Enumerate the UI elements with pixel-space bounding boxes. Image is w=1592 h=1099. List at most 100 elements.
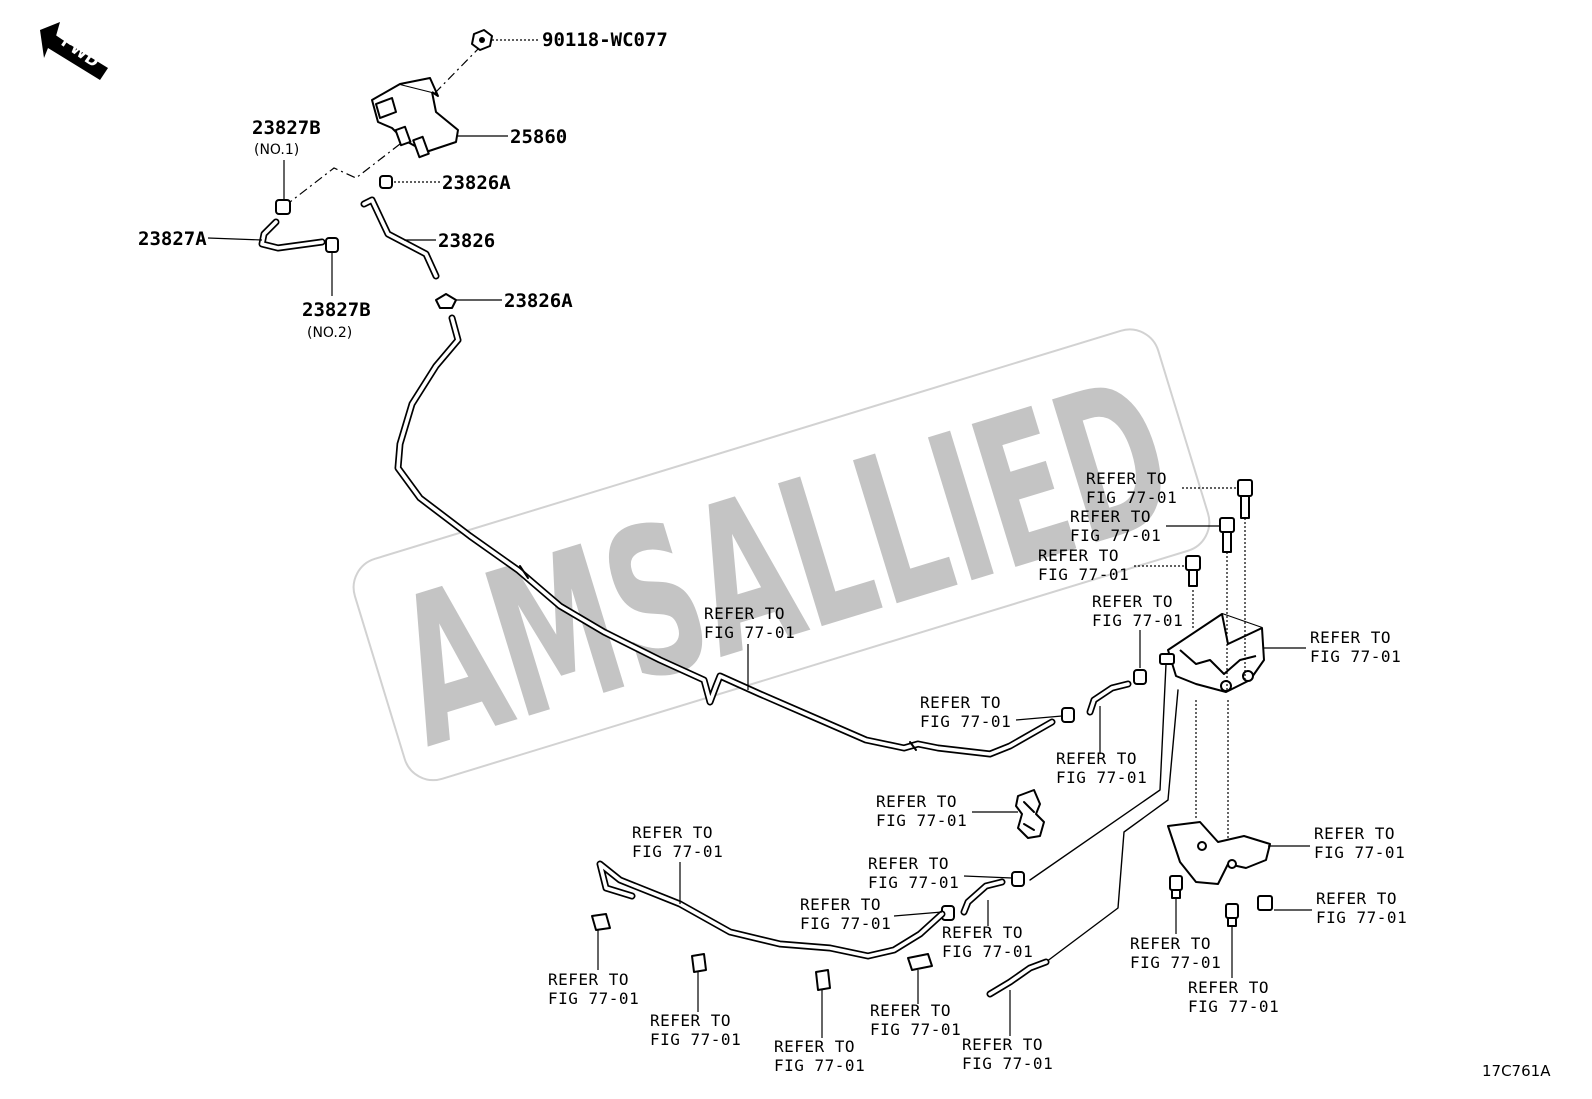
svg-text:REFER TO: REFER TO: [1316, 889, 1397, 908]
refer-label: REFER TO FIG 77-01: [876, 792, 967, 830]
svg-text:FIG 77-01: FIG 77-01: [1314, 843, 1405, 862]
svg-text:FIG 77-01: FIG 77-01: [1316, 908, 1407, 927]
svg-text:REFER TO: REFER TO: [868, 854, 949, 873]
refer-label: REFER TO FIG 77-01: [870, 1001, 961, 1039]
label-90118: 90118-WC077: [542, 29, 668, 51]
svg-text:REFER TO: REFER TO: [962, 1035, 1043, 1054]
refer-label: REFER TO FIG 77-01: [1070, 507, 1161, 545]
label-25860: 25860: [510, 126, 567, 148]
svg-text:REFER TO: REFER TO: [1310, 628, 1391, 647]
svg-text:REFER TO: REFER TO: [1086, 469, 1167, 488]
label-23827b-no1-sub: (NO.1): [254, 142, 299, 158]
svg-text:REFER TO: REFER TO: [650, 1011, 731, 1030]
svg-text:FIG 77-01: FIG 77-01: [704, 623, 795, 642]
pipe-clip-icon: [815, 969, 831, 991]
bolt-icon: [1237, 479, 1253, 519]
vsv-valve-25860: [371, 77, 459, 159]
clamp-23827b-no1-icon: [275, 199, 291, 215]
clamp-23827b-no2-icon: [325, 237, 339, 253]
svg-text:REFER TO: REFER TO: [1070, 507, 1151, 526]
bolt-icon: [1257, 895, 1273, 911]
svg-text:REFER TO: REFER TO: [870, 1001, 951, 1020]
pipe-clip-icon: [691, 953, 707, 973]
svg-text:FIG 77-01: FIG 77-01: [962, 1054, 1053, 1073]
svg-text:REFER TO: REFER TO: [1130, 934, 1211, 953]
label-23826a-bottom: 23826A: [504, 290, 573, 312]
svg-text:FIG 77-01: FIG 77-01: [548, 989, 639, 1008]
svg-text:REFER TO: REFER TO: [774, 1037, 855, 1056]
label-23827b-no2: 23827B: [302, 299, 371, 321]
svg-text:FIG 77-01: FIG 77-01: [1092, 611, 1183, 630]
label-23826: 23826: [438, 230, 495, 252]
svg-text:REFER TO: REFER TO: [920, 693, 1001, 712]
refer-label: REFER TO FIG 77-01: [920, 693, 1011, 731]
nut-90118-icon: [471, 29, 493, 51]
svg-text:FIG 77-01: FIG 77-01: [876, 811, 967, 830]
refer-label: REFER TO FIG 77-01: [1310, 628, 1401, 666]
svg-text:REFER TO: REFER TO: [800, 895, 881, 914]
svg-text:FIG 77-01: FIG 77-01: [868, 873, 959, 892]
svg-text:FIG 77-01: FIG 77-01: [650, 1030, 741, 1049]
svg-text:FIG 77-01: FIG 77-01: [774, 1056, 865, 1075]
svg-text:FIG 77-01: FIG 77-01: [1086, 488, 1177, 507]
svg-text:FIG 77-01: FIG 77-01: [1130, 953, 1221, 972]
bolt-icon: [1169, 875, 1183, 899]
refer-label: REFER TO FIG 77-01: [1188, 978, 1279, 1016]
svg-text:REFER TO: REFER TO: [876, 792, 957, 811]
bolt-icon: [1225, 903, 1239, 927]
label-23827b-no2-sub: (NO.2): [307, 325, 352, 341]
label-23826a-top: 23826A: [442, 172, 511, 194]
pipe-clip-icon: [907, 953, 933, 971]
fwd-arrow-icon: FWD: [40, 22, 108, 80]
svg-text:FIG 77-01: FIG 77-01: [632, 842, 723, 861]
svg-text:REFER TO: REFER TO: [1092, 592, 1173, 611]
refer-label: REFER TO FIG 77-01: [962, 1035, 1053, 1073]
svg-text:FIG 77-01: FIG 77-01: [1188, 997, 1279, 1016]
clamp-icon: [1133, 669, 1147, 685]
refer-label: REFER TO FIG 77-01: [1056, 749, 1147, 787]
refer-label: REFER TO FIG 77-01: [774, 1037, 865, 1075]
svg-text:FIG 77-01: FIG 77-01: [1056, 768, 1147, 787]
svg-text:FIG 77-01: FIG 77-01: [1038, 565, 1129, 584]
pipe-clip-icon: [1015, 789, 1045, 839]
refer-label: REFER TO FIG 77-01: [1130, 934, 1221, 972]
refer-label: REFER TO FIG 77-01: [800, 895, 891, 933]
svg-text:REFER TO: REFER TO: [1314, 824, 1395, 843]
svg-text:FIG 77-01: FIG 77-01: [942, 942, 1033, 961]
refer-label: REFER TO FIG 77-01: [1316, 889, 1407, 927]
clamp-23826a-top-icon: [379, 175, 393, 189]
svg-text:REFER TO: REFER TO: [1188, 978, 1269, 997]
svg-text:FIG 77-01: FIG 77-01: [1070, 526, 1161, 545]
pipe-clip-icon: [591, 913, 611, 931]
svg-text:FIG 77-01: FIG 77-01: [920, 712, 1011, 731]
refer-label: REFER TO FIG 77-01: [1314, 824, 1405, 862]
svg-text:FIG 77-01: FIG 77-01: [800, 914, 891, 933]
refer-label: REFER TO FIG 77-01: [942, 923, 1033, 961]
svg-text:REFER TO: REFER TO: [1038, 546, 1119, 565]
svg-text:REFER TO: REFER TO: [942, 923, 1023, 942]
refer-label: REFER TO FIG 77-01: [632, 823, 723, 861]
svg-text:FIG 77-01: FIG 77-01: [1310, 647, 1401, 666]
refer-label: REFER TO FIG 77-01: [1086, 469, 1177, 507]
clamp-23826a-bottom-icon: [435, 293, 457, 309]
refer-label: REFER TO FIG 77-01: [548, 970, 639, 1008]
refer-label: REFER TO FIG 77-01: [1038, 546, 1129, 584]
svg-text:REFER TO: REFER TO: [548, 970, 629, 989]
watermark-frame: [352, 328, 1211, 782]
label-23827b-no1: 23827B: [252, 117, 321, 139]
svg-text:FIG 77-01: FIG 77-01: [870, 1020, 961, 1039]
refer-label: REFER TO FIG 77-01: [1092, 592, 1183, 630]
refer-label: REFER TO FIG 77-01: [650, 1011, 741, 1049]
refer-label: REFER TO FIG 77-01: [868, 854, 959, 892]
bolt-icon: [1185, 555, 1201, 587]
svg-text:REFER TO: REFER TO: [632, 823, 713, 842]
figure-code: 17C761A: [1482, 1062, 1551, 1080]
clamp-icon: [1061, 707, 1075, 723]
svg-text:REFER TO: REFER TO: [704, 604, 785, 623]
bolt-icon: [1219, 517, 1235, 553]
refer-label: REFER TO FIG 77-01: [704, 604, 795, 642]
canister-bracket: [1167, 821, 1271, 885]
charcoal-canister: [1159, 613, 1265, 693]
